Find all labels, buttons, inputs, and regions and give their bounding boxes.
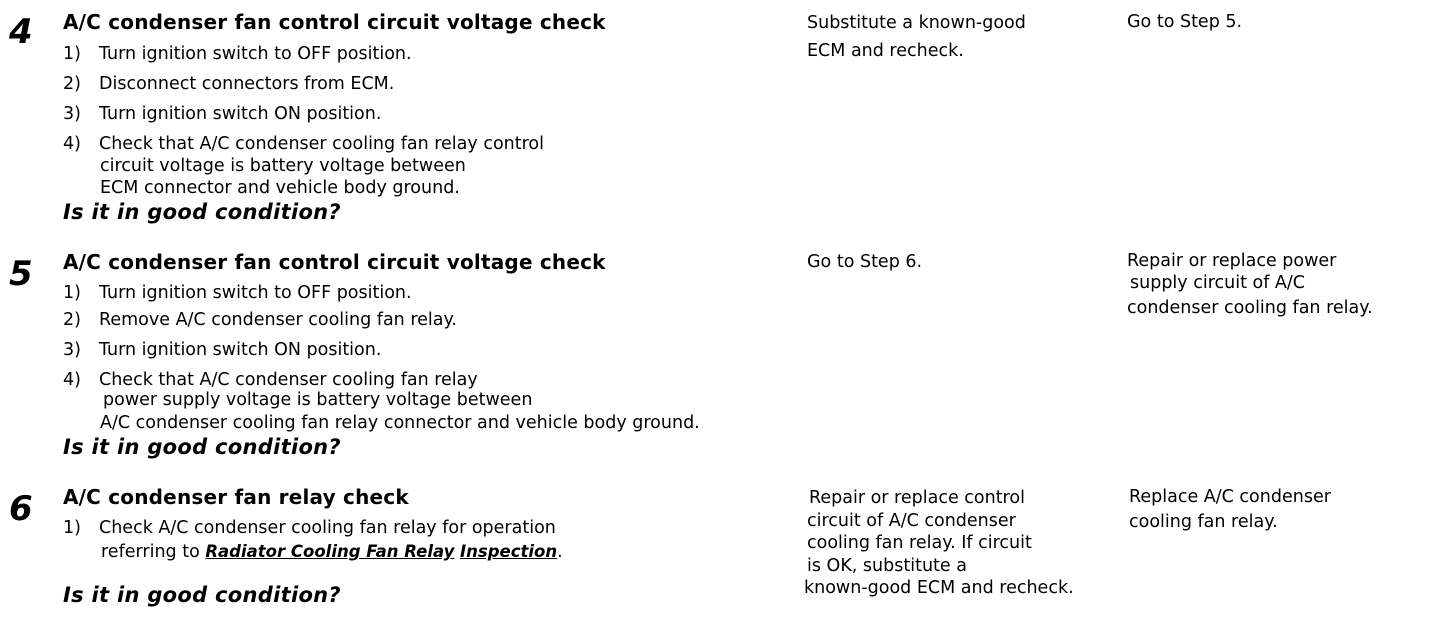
step-number: 4 [9, 12, 33, 52]
question: Is it in good condition? [63, 435, 341, 459]
step-title: A/C condenser fan relay check [63, 485, 409, 509]
yes-result: Go to Step 6. [807, 252, 923, 272]
procedure-item: 2)Remove A/C condenser cooling fan relay… [63, 310, 457, 330]
no-result: Repair or replace power supply circuit o… [1127, 251, 1373, 318]
procedure-item-continued: circuit voltage is battery voltage betwe… [100, 156, 466, 176]
procedure-item: 4)Check that A/C condenser cooling fan r… [63, 370, 478, 390]
procedure-item: 1)Check A/C condenser cooling fan relay … [63, 518, 556, 538]
procedure-item-continued: ECM connector and vehicle body ground. [100, 178, 460, 198]
step-number: 6 [9, 489, 33, 529]
procedure-item-continued: power supply voltage is battery voltage … [103, 390, 533, 410]
procedure-item-continued: referring to Radiator Cooling Fan Relay … [101, 542, 563, 562]
procedure-item: 2)Disconnect connectors from ECM. [63, 74, 395, 94]
question: Is it in good condition? [63, 583, 341, 607]
procedure-item: 3)Turn ignition switch ON position. [63, 340, 382, 360]
procedure-item-continued: A/C condenser cooling fan relay connecto… [100, 413, 700, 433]
procedure-item: 3)Turn ignition switch ON position. [63, 104, 382, 124]
inspection-link[interactable]: Inspection [459, 542, 558, 561]
procedure-item: 1)Turn ignition switch to OFF position. [63, 283, 412, 303]
yes-result: Repair or replace control circuit of A/C… [804, 488, 1074, 598]
no-result: Go to Step 5. [1127, 12, 1243, 32]
no-result: Replace A/C condenser cooling fan relay. [1129, 487, 1331, 532]
procedure-item: 4)Check that A/C condenser cooling fan r… [63, 134, 544, 154]
radiator-cooling-fan-relay-link[interactable]: Radiator Cooling Fan Relay [205, 542, 455, 561]
step-number: 5 [9, 254, 33, 294]
step-title: A/C condenser fan control circuit voltag… [63, 10, 606, 34]
step-title: A/C condenser fan control circuit voltag… [63, 250, 606, 274]
procedure-item: 1)Turn ignition switch to OFF position. [63, 44, 412, 64]
question: Is it in good condition? [63, 200, 341, 224]
